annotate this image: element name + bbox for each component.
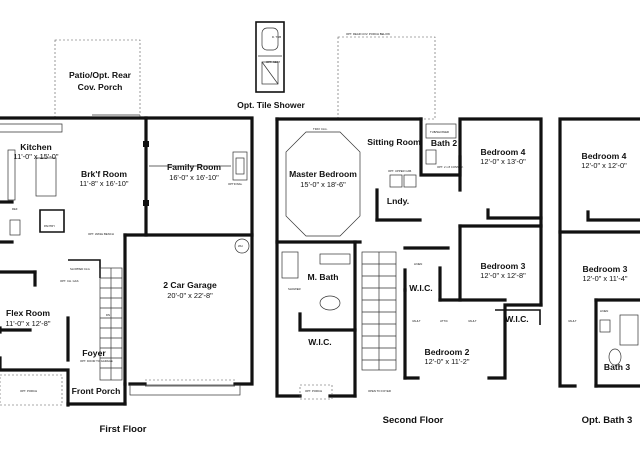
first-floor-stairs: DN xyxy=(99,267,123,381)
optional-note: OPTIONAL xyxy=(228,182,243,186)
opt-porch-note: OPT. PORCH xyxy=(20,389,37,393)
opt-door-note: OPT. DOOR TO GARAGE xyxy=(80,359,113,363)
bed4-dim: 12'-0" x 13'-0" xyxy=(480,157,526,166)
linen-note-opt: LINEN xyxy=(600,309,608,313)
opt-bed3-name: Bedroom 3 xyxy=(583,264,628,274)
family-room-name: Family Room xyxy=(167,162,221,172)
opt-porch-low-note: OPT. PORCH xyxy=(305,389,322,393)
kitchen-name: Kitchen xyxy=(20,142,52,152)
linen-note: LINEN xyxy=(414,262,422,266)
wic-right-name: W.I.C. xyxy=(505,314,528,324)
opt-rear-porch-note: OPT. REAR COV. PORCH BELOW xyxy=(346,32,390,36)
opt-bath3-name: Bath 3 xyxy=(604,362,630,372)
vault-note-2: VAULT xyxy=(468,319,477,323)
breakfast-name: Brk'f Room xyxy=(81,169,127,179)
tile-shower-inset: D. TUB OPT. SEAT xyxy=(255,21,285,93)
first-floor-title: First Floor xyxy=(100,424,147,435)
garage-name: 2 Car Garage xyxy=(163,280,217,290)
wh-note: WH xyxy=(238,244,243,248)
kitchen-dim: 11'-0" x 15'-0" xyxy=(14,152,59,161)
dn-note: DN xyxy=(106,313,110,317)
master-wic-name: W.I.C. xyxy=(308,337,331,347)
foyer-name: Foyer xyxy=(82,348,106,358)
wash-bench-note: OPT. WASH BENCH xyxy=(88,232,114,236)
wic-center-name: W.I.C. xyxy=(409,283,432,293)
tub-shower-note: TUB/SHOWER xyxy=(430,130,449,134)
breakfast-dim: 11'-8" x 16'-10" xyxy=(79,179,128,188)
opt-bath-plan: VAULT LINEN Bedroom 4 12'-0" x 12'-0" Be… xyxy=(558,117,640,388)
bath2-name: Bath 2 xyxy=(431,138,457,148)
pantry-note: PANTRY xyxy=(44,224,55,228)
front-porch-name: Front Porch xyxy=(72,386,121,396)
tub-note: D. TUB xyxy=(272,35,281,39)
patio-label-line2: Cov. Porch xyxy=(78,82,123,92)
second-floor-stairs xyxy=(361,251,397,371)
laundry-name: Lndy. xyxy=(387,196,409,206)
opt-bed4-dim: 12'-0" x 12'-0" xyxy=(581,161,627,170)
sitting-room-name: Sitting Room xyxy=(367,137,421,147)
opt-bath-title: Opt. Bath 3 xyxy=(582,415,633,426)
master-bath-name: M. Bath xyxy=(307,272,338,282)
ref-note: REF xyxy=(12,207,18,211)
master-bedroom-name: Master Bedroom xyxy=(289,169,357,179)
opt-bed4-name: Bedroom 4 xyxy=(582,151,627,161)
opt-bed3-dim: 12'-0" x 11'-4" xyxy=(583,274,628,283)
opt-dbl-note: OPT. 2 x 8 CONSTR. xyxy=(437,165,464,169)
bed3-dim: 12'-0" x 12'-8" xyxy=(480,271,526,280)
bed2-name: Bedroom 2 xyxy=(425,347,470,357)
garage-dim: 20'-0" x 22'-8" xyxy=(167,291,213,300)
master-bedroom-dim: 15'-0" x 18'-6" xyxy=(300,180,346,189)
shower-note: SHOWER xyxy=(288,287,301,291)
patio-label-line1: Patio/Opt. Rear xyxy=(69,70,132,80)
tray-clg-note: TRAY CLG. xyxy=(313,127,328,131)
bed2-dim: 12'-0" x 11'-2" xyxy=(425,357,470,366)
attic-note: ATTIC xyxy=(440,319,448,323)
vault-note-3: VAULT xyxy=(568,319,577,323)
vault-note-1: VAULT xyxy=(412,319,421,323)
family-room-dim: 16'-0" x 16'-10" xyxy=(169,173,219,182)
flex-room-name: Flex Room xyxy=(6,308,50,318)
second-floor-title: Second Floor xyxy=(383,415,444,426)
flex-room-dim: 11'-0" x 12'-8" xyxy=(6,319,51,328)
opt-upper-cab-note: OPT. UPPER CAB. xyxy=(388,169,412,173)
bed4-name: Bedroom 4 xyxy=(481,147,526,157)
first-floor-plan: Patio/Opt. Rear Cov. Porch xyxy=(0,39,254,407)
second-floor-plan: OPT. REAR COV. PORCH BELOW TRAY CLG. SHO… xyxy=(275,32,543,400)
tile-shower-title: Opt. Tile Shower xyxy=(237,100,305,110)
seat-note: OPT. SEAT xyxy=(266,60,280,64)
opt-ch-note: OPT. CH. GAS xyxy=(60,279,79,283)
slopped-clg-note: SLOPPED CLG xyxy=(70,267,90,271)
bed3-name: Bedroom 3 xyxy=(481,261,526,271)
open-foyer-note: OPEN TO FOYER xyxy=(368,389,391,393)
